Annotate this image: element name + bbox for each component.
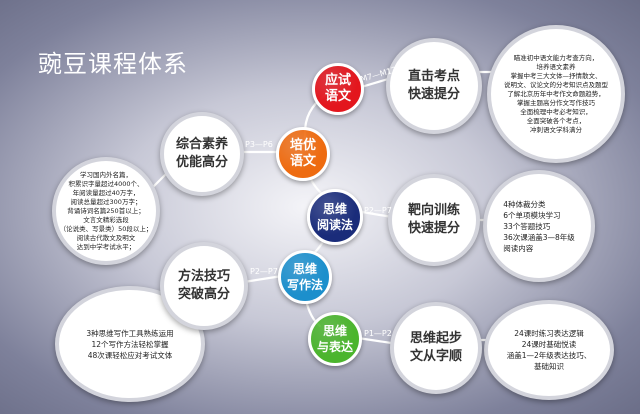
code-p2-p7-writing: P2—P7: [250, 267, 278, 276]
code-p3-p6: P3—P6: [245, 140, 273, 149]
page-title: 豌豆课程体系: [38, 50, 188, 78]
course-label-zonghe: 综合素养 优能高分: [175, 137, 228, 170]
course-label-zhiji: 直击考点 快速提分: [407, 69, 460, 102]
detail-circle-baxiang: 4种体裁分类 6个单项模块学习 33个答题技巧 36次课涵盖3—8年级 阅读内容: [483, 170, 595, 282]
detail-text-fangfa: 3种思维写作工具熟练运用 12个写作方法轻松掌握 48次课轻松应对考试文体: [86, 328, 174, 360]
course-circle-fangfa: 方法技巧 突破高分: [160, 242, 248, 330]
detail-text-siwei: 24课时练习表达逻辑 24课时基础悦读 涵盖1—2年级表达技巧、 基础知识: [506, 329, 592, 371]
detail-text-baxiang: 4种体裁分类 6个单项模块学习 33个答题技巧 36次课涵盖3—8年级 阅读内容: [503, 199, 575, 253]
course-circle-baxiang: 靶向训练 快速提分: [388, 174, 480, 266]
badge-yingshi: 应试 语文: [312, 63, 364, 115]
link-xiezuo-fangfa: [242, 274, 284, 284]
detail-circle-zhiji: 瞄准初中语文能力考查方向， 培养语文素养 掌握中考三大文体—抒情散文、 说明文、…: [487, 25, 625, 163]
course-circle-siwei: 思维起步 文从字顺: [390, 302, 482, 394]
badge-xiezuo: 思维 写作法: [278, 250, 332, 304]
detail-text-zonghe: 学习国内外名篇， 积累识字量超过4000个、 年阅读量超过40万字， 阅读总量超…: [59, 170, 153, 251]
code-p1-p2: P1—P2: [364, 329, 392, 338]
detail-text-zhiji: 瞄准初中语文能力考查方向， 培养语文素养 掌握中考三大文体—抒情散文、 说明文、…: [504, 53, 608, 134]
code-p2-p7-reading: P2—P7: [364, 206, 392, 215]
detail-circle-siwei: 24课时练习表达逻辑 24课时基础悦读 涵盖1—2年级表达技巧、 基础知识: [484, 300, 614, 400]
course-circle-zonghe: 综合素养 优能高分: [160, 112, 244, 196]
detail-circle-zonghe: 学习国内外名篇， 积累识字量超过4000个、 年阅读量超过40万字， 阅读总量超…: [52, 157, 160, 265]
badge-peiyou: 培优 语文: [276, 127, 330, 181]
course-label-fangfa: 方法技巧 突破高分: [177, 269, 230, 302]
course-circle-zhiji: 直击考点 快速提分: [386, 38, 482, 134]
badge-yuedu: 思维 阅读法: [307, 189, 363, 245]
course-label-baxiang: 靶向训练 快速提分: [407, 203, 460, 236]
course-label-siwei: 思维起步 文从字顺: [409, 331, 462, 364]
badge-biaoda: 思维 与表达: [308, 312, 362, 366]
